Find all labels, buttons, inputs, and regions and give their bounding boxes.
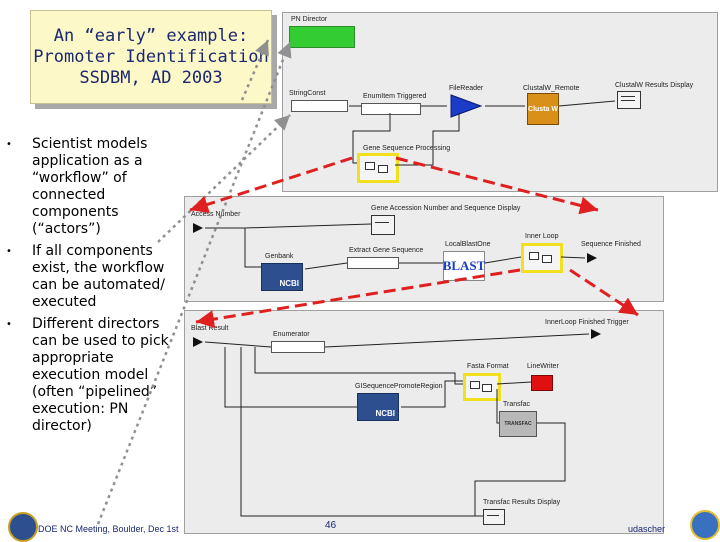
- bullet-text: Scientist models application as a “workf…: [32, 136, 148, 237]
- extract-gene-label: Extract Gene Sequence: [349, 247, 424, 254]
- access-number-label: Access Number: [191, 211, 241, 218]
- gene-display-icon[interactable]: [371, 215, 395, 235]
- gene-processing-label: Gene Sequence Processing: [363, 145, 451, 152]
- page-number: 46: [325, 520, 337, 531]
- sequence-finished-port-icon[interactable]: [585, 251, 599, 265]
- file-reader-label: FileReader: [449, 85, 484, 92]
- fasta-format-composite-icon[interactable]: [463, 373, 501, 401]
- file-reader-icon[interactable]: [449, 93, 483, 119]
- director-label: PN Director: [291, 16, 328, 23]
- clustal-display-label: ClustalW Results Display: [615, 82, 694, 89]
- gene-processing-composite-icon[interactable]: [357, 153, 399, 183]
- inner-loop-label: Inner Loop: [525, 233, 559, 240]
- bottom-workflow-connections: [204, 333, 590, 517]
- string-const-actor[interactable]: [291, 100, 348, 112]
- genbank-logo-icon[interactable]: NCBI: [261, 263, 303, 291]
- promoter-region-label: GISequencePromoteRegion: [355, 383, 443, 390]
- slide-title: An “early” example:Promoter Identificati…: [33, 25, 269, 88]
- enum-triggered-actor[interactable]: [361, 103, 421, 115]
- transfac-logo-icon[interactable]: TRANSFAC: [499, 411, 537, 437]
- access-number-port-icon[interactable]: [191, 221, 205, 235]
- line-writer-icon[interactable]: [531, 375, 553, 391]
- clustal-logo-icon[interactable]: Clusta W: [527, 93, 559, 125]
- extract-gene-actor[interactable]: [347, 257, 399, 269]
- clustal-remote-label: ClustalW_Remote: [523, 85, 580, 92]
- bullet-item: • Scientist models application as a “wor…: [6, 136, 188, 238]
- sequence-finished-label: Sequence Finished: [581, 241, 641, 248]
- bullet-item: • Different directors can be used to pic…: [6, 316, 188, 435]
- inner-finished-label: InnerLoop Finished Trigger: [545, 319, 629, 326]
- pn-director-icon[interactable]: [289, 26, 355, 48]
- enum-triggered-label: EnumItem Triggered: [363, 93, 427, 100]
- director-pointer-arrow: [96, 41, 292, 525]
- mid-pointer-arrow: [157, 114, 291, 243]
- inner-loop-composite-icon[interactable]: [521, 243, 563, 273]
- author-text: udascher: [628, 524, 666, 534]
- bullet-item: • If all components exist, the workflow …: [6, 243, 188, 311]
- line-writer-label: LineWriter: [527, 363, 559, 370]
- transfac-display-label: Transfac Results Display: [483, 499, 561, 506]
- middle-workflow-connections: [205, 223, 586, 270]
- top-workflow-panel: PN Director StringConst EnumItem Trigger…: [282, 12, 718, 192]
- promoter-ncbi-logo-icon[interactable]: NCBI: [357, 393, 399, 421]
- bullet-text: Different directors can be used to pick …: [32, 316, 169, 434]
- transfac-display-icon[interactable]: [483, 509, 505, 525]
- gene-display-label: Gene Accession Number and Sequence Displ…: [371, 205, 521, 212]
- bottom-workflow-panel: Blast Result Enumerator InnerLoop Finish…: [184, 310, 664, 534]
- fasta-format-label: Fasta Format: [467, 363, 509, 370]
- enumerator-label: Enumerator: [273, 331, 310, 338]
- local-blast-label: LocalBlastOne: [445, 241, 491, 248]
- zoom-arrow-top-right: [395, 156, 599, 215]
- string-const-label: StringConst: [289, 90, 326, 97]
- doe-seal-icon: [8, 512, 38, 542]
- inner-finished-port-icon[interactable]: [589, 327, 603, 341]
- enumerator-actor[interactable]: [271, 341, 325, 353]
- bullet-text: If all components exist, the workflow ca…: [32, 243, 165, 310]
- zoom-arrow-top-left: [189, 156, 353, 214]
- nsf-seal-icon: [690, 510, 720, 540]
- transfac-label: Transfac: [503, 401, 530, 408]
- blast-result-port-icon[interactable]: [191, 335, 205, 349]
- title-box: An “early” example:Promoter Identificati…: [30, 10, 272, 104]
- footer-text: DOE NC Meeting, Boulder, Dec 1st: [38, 524, 179, 534]
- clustal-display-icon[interactable]: [617, 91, 641, 109]
- zoom-arrow-mid-left: [195, 268, 521, 329]
- blast-result-label: Blast Result: [191, 325, 229, 332]
- actor-pointer-arrow: [240, 39, 270, 101]
- genbank-label: Genbank: [265, 253, 294, 260]
- zoom-arrow-mid-right: [569, 268, 639, 317]
